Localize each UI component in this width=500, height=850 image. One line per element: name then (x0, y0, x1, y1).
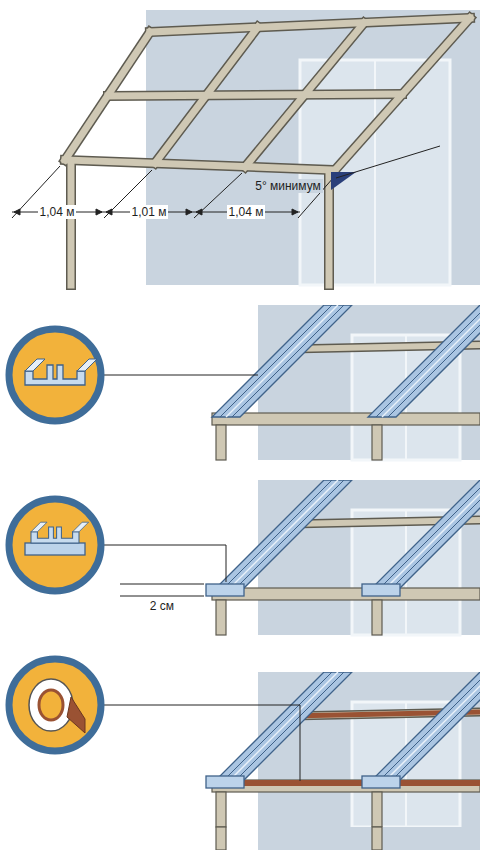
slope-label: 5° минимум (253, 179, 323, 193)
dimension-label: 1,01 м (130, 205, 169, 219)
dimension-label: 1,04 м (38, 205, 77, 219)
dimension-label: 1,04 м (227, 205, 266, 219)
dimension-label: 2 см (148, 599, 176, 613)
